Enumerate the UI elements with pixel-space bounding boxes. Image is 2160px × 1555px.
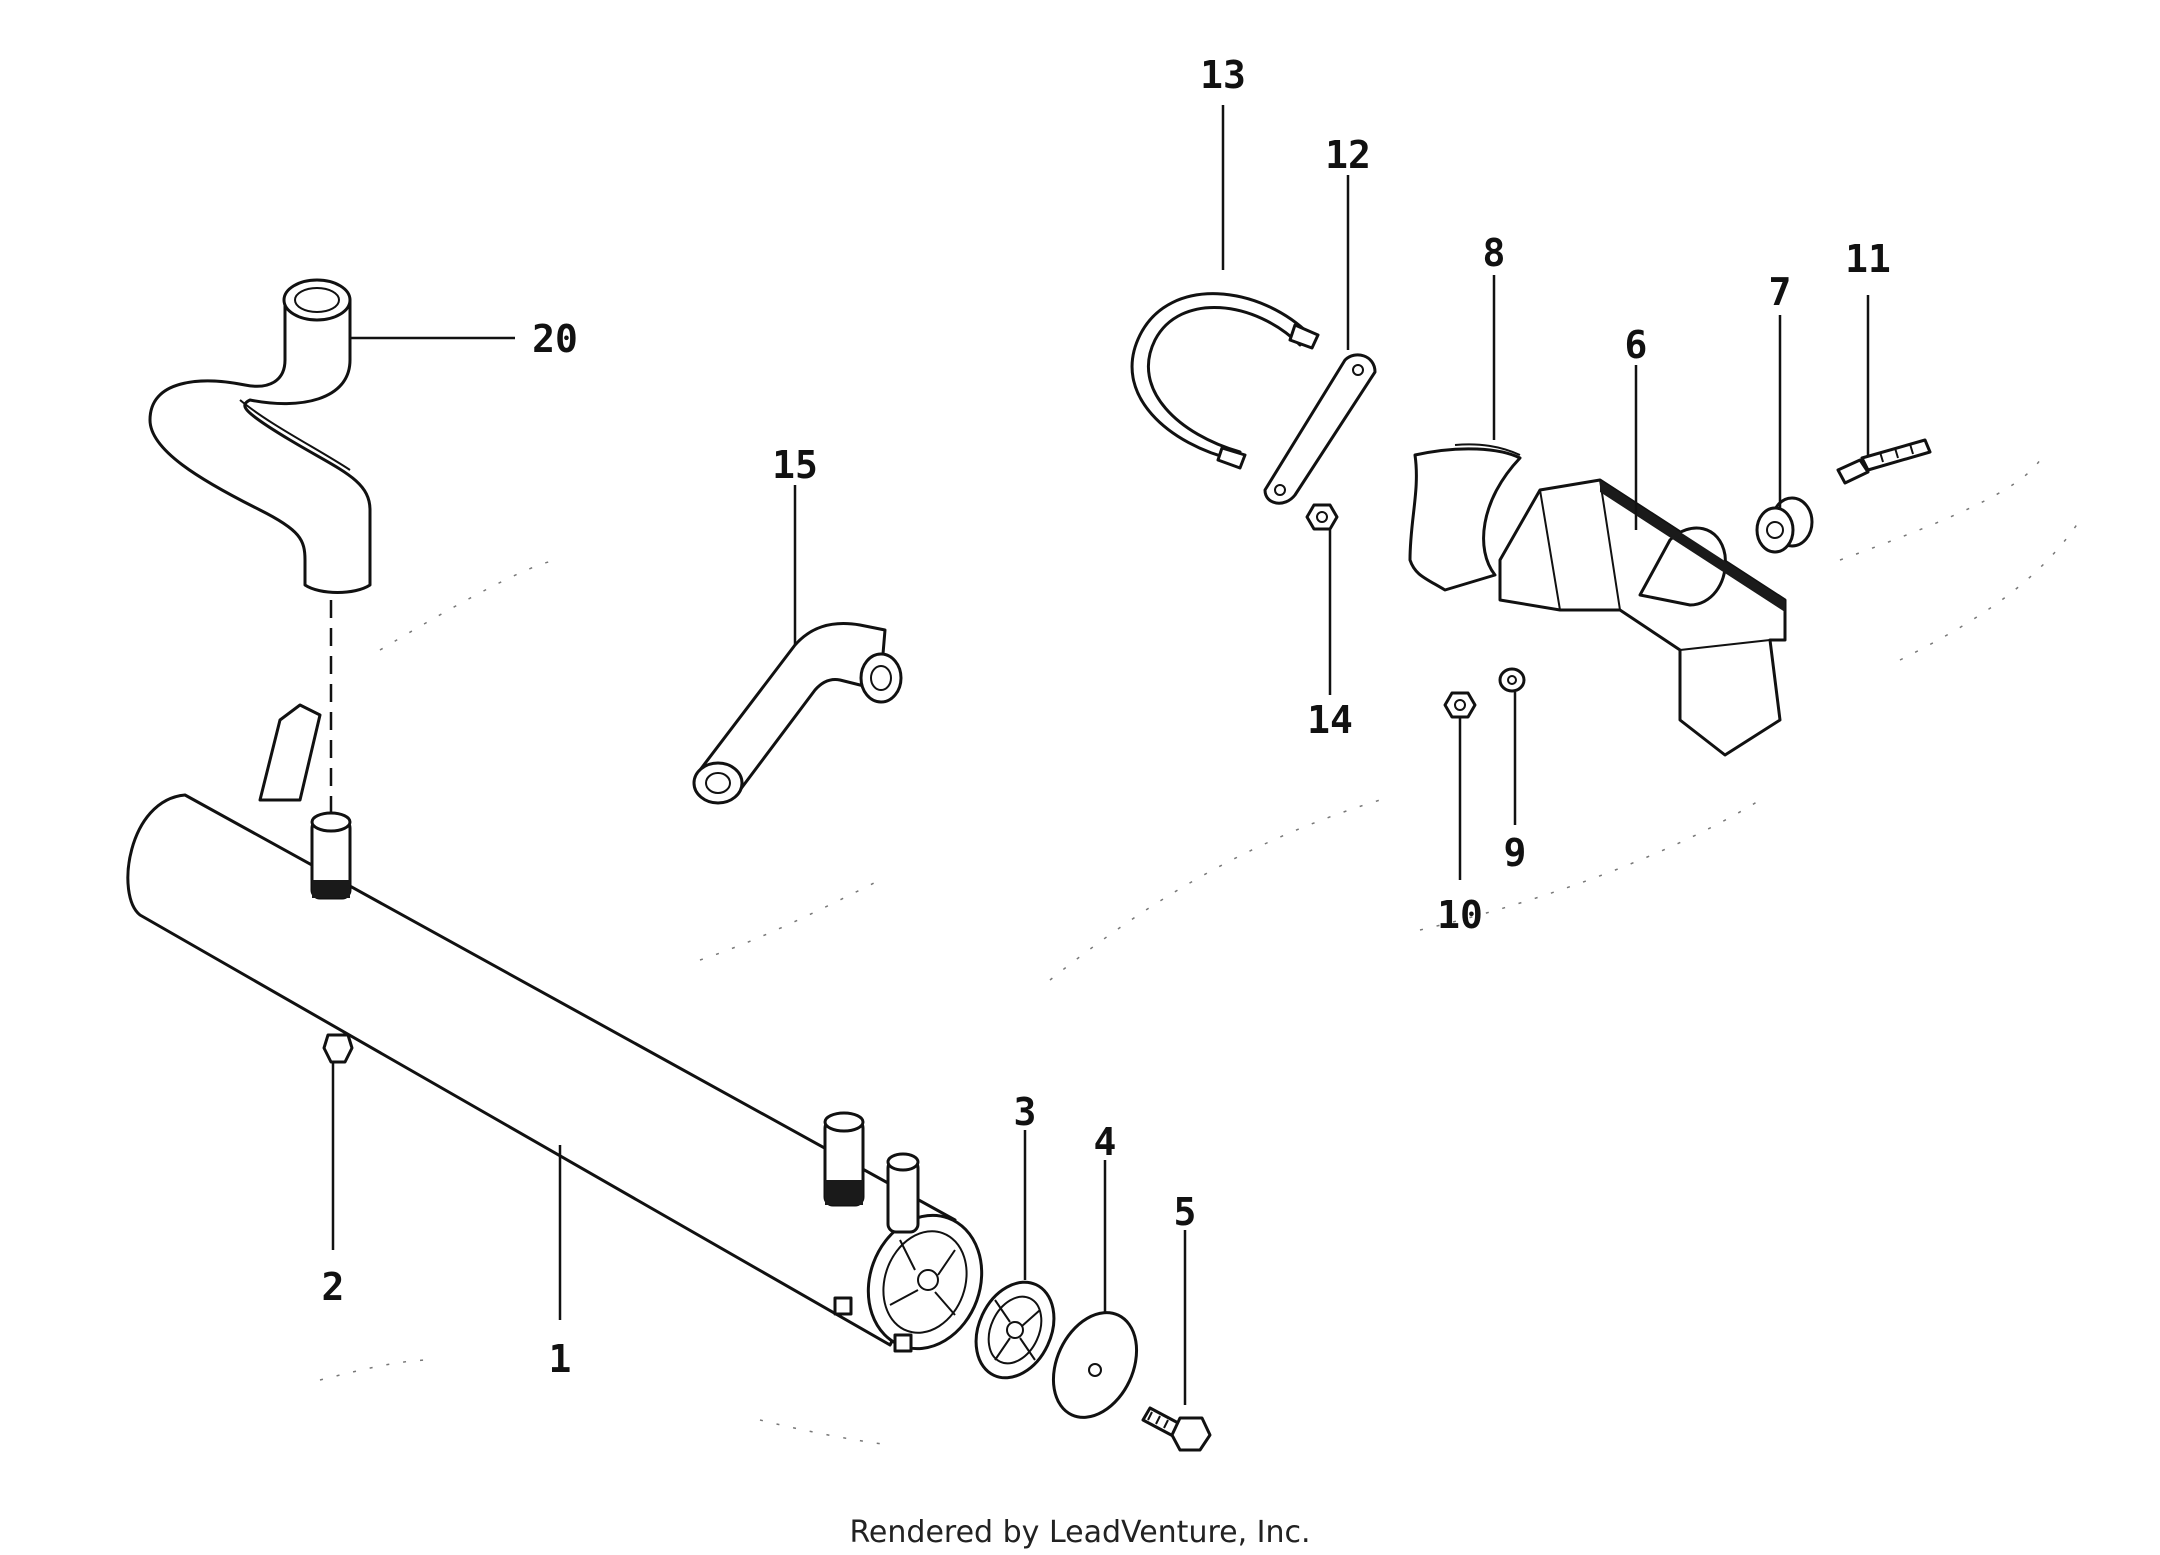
label-part-6: 6 (1625, 323, 1648, 367)
label-part-14: 14 (1307, 698, 1353, 742)
label-part-3: 3 (1014, 1090, 1037, 1134)
label-part-2: 2 (322, 1265, 345, 1309)
label-part-12: 12 (1325, 133, 1371, 177)
label-part-5: 5 (1174, 1190, 1197, 1234)
mounting-bracket-part (1498, 478, 1787, 757)
stud-part (1836, 438, 1932, 485)
label-part-13: 13 (1200, 53, 1246, 97)
part-labels: 1 2 3 4 5 6 7 8 9 10 11 12 13 14 15 20 (322, 53, 1891, 1381)
label-part-15: 15 (772, 443, 818, 487)
label-part-10: 10 (1437, 893, 1483, 937)
disc-washer-part (1051, 1311, 1139, 1419)
hose-s-bend-part (148, 278, 372, 594)
nut-14-part (1305, 503, 1339, 531)
spoked-plate-part (974, 1280, 1056, 1380)
footer-credit: Rendered by LeadVenture, Inc. (849, 1515, 1311, 1550)
tube-body-part (126, 703, 984, 1353)
bushing-part (1755, 496, 1814, 554)
saddle-pad-part (1408, 443, 1522, 592)
nut-10-part (1443, 691, 1477, 719)
label-part-9: 9 (1504, 831, 1527, 875)
u-bolt-part (1130, 292, 1320, 470)
label-part-7: 7 (1769, 270, 1792, 314)
drain-plug-part (322, 1033, 354, 1064)
label-part-4: 4 (1094, 1120, 1117, 1164)
label-part-11: 11 (1845, 237, 1891, 281)
hose-elbow-part (692, 622, 903, 805)
label-part-20: 20 (532, 317, 578, 361)
bolt-part (1141, 1406, 1212, 1452)
label-part-8: 8 (1483, 231, 1506, 275)
clamp-strap-part (1263, 353, 1377, 505)
leader-lines (331, 105, 1870, 1405)
background-specks (319, 459, 2081, 1446)
washer-part (1498, 667, 1526, 693)
label-part-1: 1 (549, 1337, 572, 1381)
